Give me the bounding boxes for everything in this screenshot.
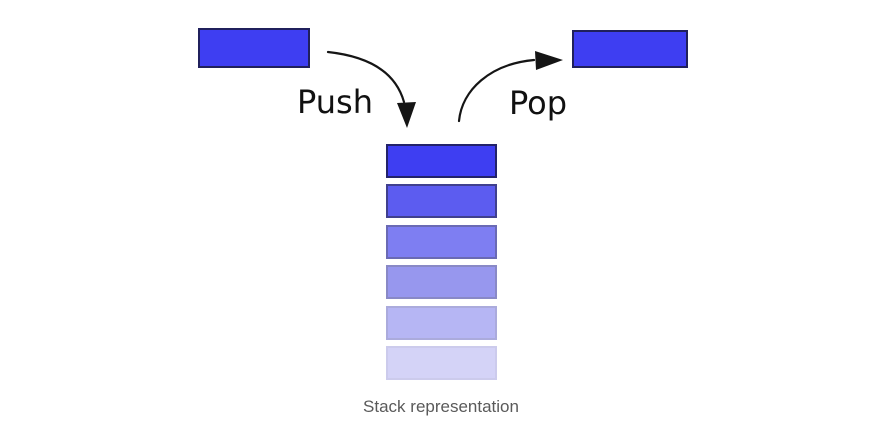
stack-level-6-bottom (386, 345, 497, 380)
incoming-element-box (198, 28, 310, 68)
stack-level-4 (386, 265, 497, 300)
pop-label: Pop (509, 84, 568, 122)
stack-level-1-top (386, 144, 497, 178)
popped-element-box (572, 30, 688, 68)
stack-level-5 (386, 305, 497, 340)
stack-level-3 (386, 224, 497, 259)
caption: Stack representation (363, 397, 519, 416)
stack-level-2 (386, 184, 497, 219)
push-label: Push (297, 83, 373, 121)
stack-container (386, 144, 497, 380)
